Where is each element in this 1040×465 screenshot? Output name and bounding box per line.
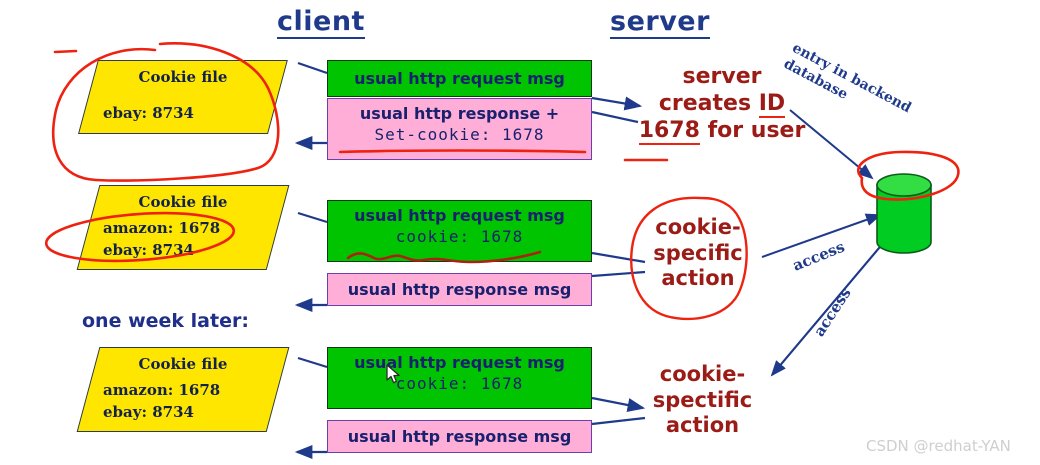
cookie-file-2-entry-1: ebay: 8734 (103, 240, 194, 259)
cookie-action-1-line1: cookie- (655, 215, 741, 239)
cookie-file-3-entry-0: amazon: 1678 (103, 380, 221, 399)
http-response-box-3: usual http response msg (327, 420, 592, 453)
cookie-specific-action-note-1: cookie- specific action (643, 215, 753, 292)
arrow-request-2-to-action-1 (591, 251, 646, 264)
id-underlined: ID (758, 90, 786, 118)
http-response-box-2: usual http response msg (327, 273, 592, 306)
arrow-client-to-request-3 (297, 356, 328, 369)
access-label-2: access (810, 284, 855, 340)
http-response-box-1: usual http response + Set-cookie: 1678 (327, 98, 592, 160)
server-creates-line-2: creates ID (632, 90, 812, 118)
arrow-client-to-request-1 (297, 61, 328, 75)
cookie-line-3: cookie: 1678 (395, 374, 524, 393)
cookie-line-2: cookie: 1678 (395, 227, 524, 246)
for-user-text: for user (699, 117, 806, 143)
cookie-file-3-title: Cookie file (138, 355, 228, 373)
database-cylinder-icon (876, 173, 932, 254)
http-request-box-1: usual http request msg (327, 60, 592, 97)
cookie-file-1-title: Cookie file (138, 68, 228, 86)
arrow-action-2-to-response-3 (591, 416, 646, 426)
cookie-action-1-line2: specific (653, 240, 743, 265)
red-ink-circle-database (856, 150, 960, 201)
column-heading-client: client (277, 7, 365, 40)
cookie-action-2-line1: cookie- (659, 362, 746, 386)
http-request-box-2: usual http request msg cookie: 1678 (327, 200, 592, 262)
cookie-file-3-entry-1: ebay: 8734 (103, 402, 194, 421)
cookie-file-2-title: Cookie file (138, 193, 228, 211)
arrow-client-to-request-2 (297, 211, 328, 224)
server-creates-id-note: server creates ID 1678 for user (632, 64, 812, 145)
column-heading-server: server (610, 7, 710, 40)
arrow-request-3-to-action-2 (591, 396, 646, 412)
cookie-file-1: Cookie file ebay: 8734 (78, 60, 288, 134)
id-value-underlined: 1678 (638, 117, 700, 145)
cookie-action-1-line3: action (661, 266, 735, 291)
cookie-file-2: Cookie file amazon: 1678 ebay: 8734 (76, 185, 290, 271)
creates-text: creates (658, 90, 759, 116)
set-cookie-line: Set-cookie: 1678 (374, 125, 545, 144)
arrow-action-1-to-response-2 (591, 270, 646, 278)
one-week-later-label: one week later: (82, 310, 249, 332)
cookie-action-2-line2: spectific (652, 387, 753, 412)
access-label-1: access (790, 237, 848, 275)
http-request-box-3: usual http request msg cookie: 1678 (327, 347, 592, 409)
watermark-text: CSDN @redhat-YAN (866, 437, 1011, 455)
http-response-box-1-line1: usual http response + (359, 104, 560, 123)
cookie-file-3: Cookie file amazon: 1678 ebay: 8734 (76, 347, 290, 433)
server-creates-line-3: 1678 for user (632, 117, 812, 145)
http-request-box-2-line1: usual http request msg (354, 206, 565, 225)
cookie-specific-action-note-2: cookie- spectific action (645, 362, 760, 439)
server-creates-line-1: server (682, 64, 762, 89)
http-request-box-3-line1: usual http request msg (354, 353, 565, 372)
mouse-cursor-icon (386, 364, 400, 384)
cookie-file-2-entry-0: amazon: 1678 (103, 218, 221, 237)
cookie-file-1-entry-0: ebay: 8734 (103, 103, 194, 122)
cookie-action-2-line3: action (665, 413, 740, 438)
